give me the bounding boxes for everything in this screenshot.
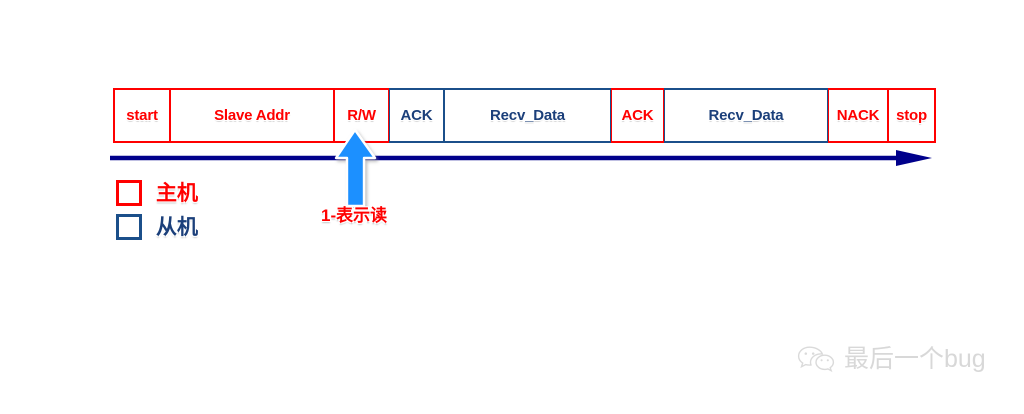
- frame-cell-label: stop: [896, 107, 927, 124]
- watermark: 最后一个bug: [796, 344, 986, 374]
- frame-cell-stop: stop: [888, 88, 936, 143]
- frame-sequence-strip: start Slave Addr R/W ACK Recv_Data ACK Recv_Da…: [113, 88, 936, 143]
- frame-cell-recv-data: Recv_Data: [664, 88, 828, 143]
- watermark-text: 最后一个bug: [844, 344, 986, 373]
- callout-label: 1-表示读: [321, 206, 388, 225]
- frame-cell-label: Recv_Data: [490, 107, 565, 124]
- frame-cell-ack: ACK: [389, 88, 444, 143]
- frame-cell-label: start: [126, 107, 158, 124]
- frame-cell-label: Slave Addr: [214, 107, 290, 124]
- legend-label: 从机: [156, 215, 198, 239]
- callout-up-arrow-icon: [334, 128, 377, 208]
- frame-cell-label: ACK: [400, 107, 433, 124]
- frame-cell-r-w: R/W: [334, 88, 389, 143]
- legend-item-slave: 从机: [116, 210, 198, 244]
- legend: 主机从机: [116, 176, 198, 244]
- legend-swatch-slave: [116, 214, 142, 240]
- frame-cell-slave-addr: Slave Addr: [170, 88, 334, 143]
- timeline-arrow: [110, 150, 932, 166]
- frame-cell-label: NACK: [836, 107, 880, 124]
- frame-cell-label: ACK: [621, 107, 654, 124]
- frame-cell-nack: NACK: [828, 88, 888, 143]
- frame-cell-start: start: [113, 88, 170, 143]
- frame-cell-label: Recv_Data: [708, 107, 784, 124]
- timeline-arrowhead: [896, 150, 932, 166]
- frame-cell-ack: ACK: [611, 88, 664, 143]
- legend-item-master: 主机: [116, 176, 198, 210]
- frame-cell-label: R/W: [347, 107, 376, 124]
- wechat-icon: [797, 346, 835, 373]
- frame-cell-recv-data: Recv_Data: [444, 88, 611, 143]
- legend-label: 主机: [156, 181, 198, 205]
- legend-swatch-master: [116, 180, 142, 206]
